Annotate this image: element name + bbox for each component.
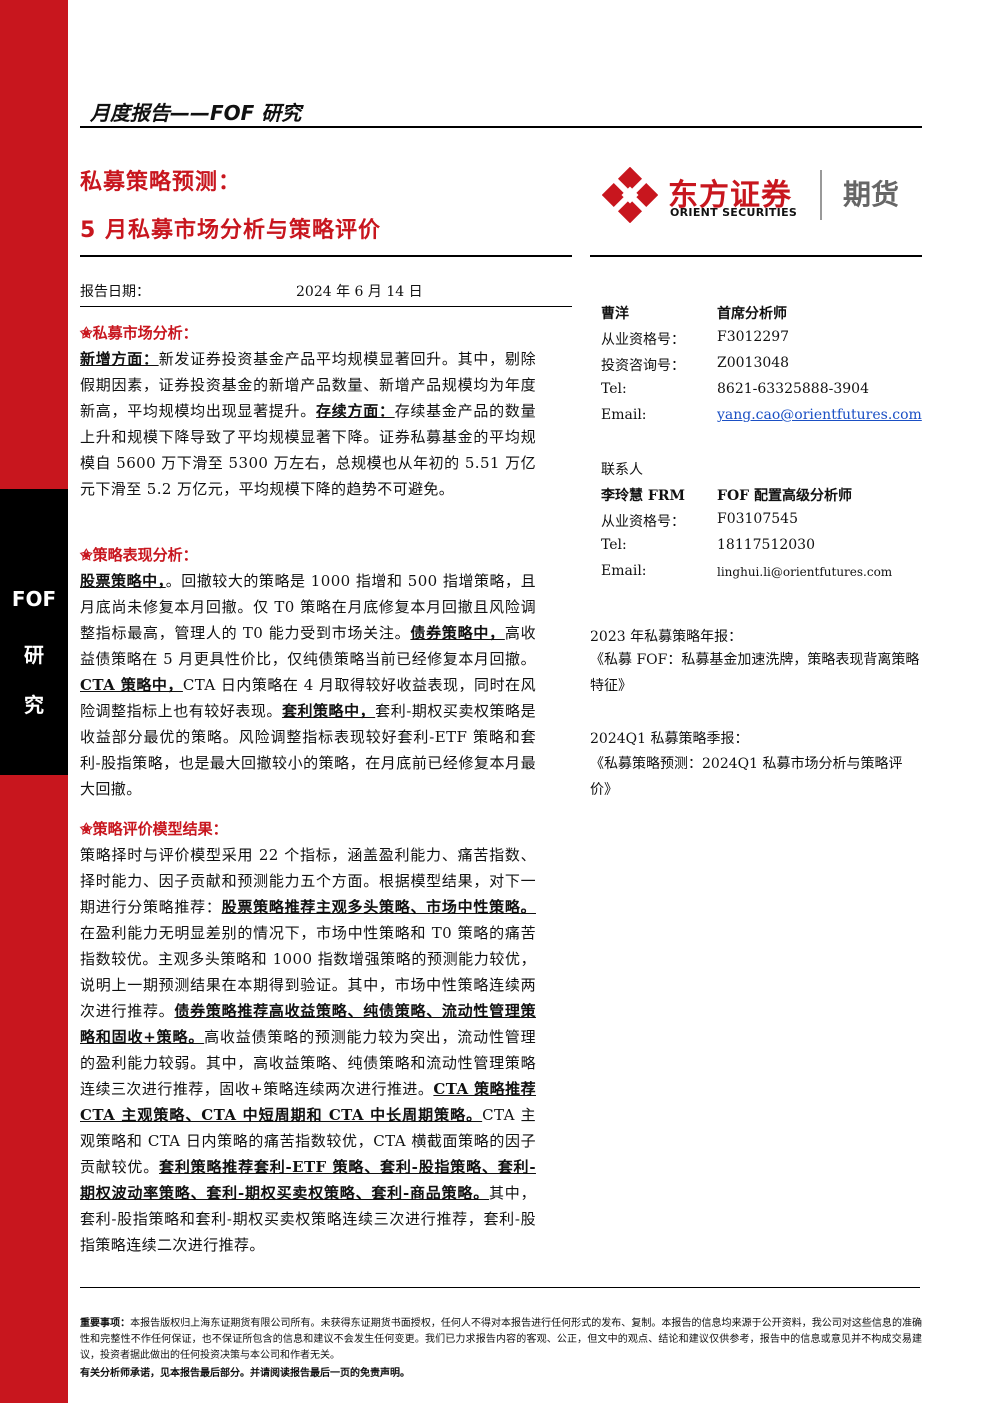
report-date-label: 报告日期： (80, 284, 150, 300)
sidebar-label-yan: 研 (24, 643, 44, 667)
star-icon: ✬ (80, 324, 93, 342)
section-heading-market: ✬私募市场分析： (80, 322, 198, 343)
section-heading-text: 私募市场分析： (92, 324, 198, 342)
emphasis-bond: 债券策略中， (410, 624, 505, 642)
report-type: 月度报告——FOF 研究 (90, 101, 302, 125)
logo-divider (820, 170, 822, 220)
analyst-name: 曹洋 (601, 306, 629, 322)
analyst-email-label: Email: (601, 407, 647, 423)
related-report-2-heading: 2024Q1 私募策略季报： (590, 731, 749, 747)
emphasis-cta-rec: CTA 策略推荐 CTA 主观策略、CTA 中短周期和 CTA 中长周期策略。 (80, 1080, 536, 1124)
header-rule (80, 126, 922, 128)
paragraph-text: CTA 日内策略在 4 月取得较好收益表现，同时在风险调整指标上也有较好表现。 (80, 676, 536, 720)
paragraph-text: 高收益债策略的预测能力较为突出，流动性管理的盈利能力较弱。其中，高收益策略、纯债… (80, 1028, 536, 1098)
paragraph-text: 套利-期权买卖权策略是收益部分最优的策略。风险调整指标表现较好套利-ETF 策略… (80, 702, 536, 798)
disclaimer: 重要事项：本报告版权归上海东证期货有限公司所有。未获得东证期货书面授权，任何人不… (80, 1316, 922, 1364)
star-icon: ✬ (80, 546, 93, 564)
report-title-line2: 5 月私募市场分析与策略评价 (80, 218, 381, 243)
paragraph-text: 高收益债策略在 5 月更具性价比，仅纯债策略当前已经修复本月回撤。 (80, 624, 536, 668)
section-heading-text: 策略表现分析： (92, 546, 198, 564)
sidebar-category-block: FOF 研 究 (0, 489, 68, 775)
title-rule-left (80, 255, 572, 257)
analyst-title: 首席分析师 (717, 306, 787, 322)
analyst-qual-label: 从业资格号： (601, 332, 685, 348)
section-heading-text: 策略评价模型结果： (92, 820, 228, 838)
emphasis-stock: 股票策略中， (80, 572, 166, 590)
analyst-notice: 有关分析师承诺，见本报告最后部分。并请阅读报告最后一页的免责声明。 (80, 1368, 410, 1379)
logo-subtitle: 期货 (843, 178, 900, 211)
paragraph-market: 新增方面：新发证券投资基金产品平均规模显著回升。其中，剔除假期因素，证券投资基金… (80, 346, 536, 502)
analyst-tel-label: Tel: (601, 381, 627, 397)
sidebar-top-red-bar (0, 0, 68, 489)
emphasis-cta: CTA 策略中， (80, 676, 183, 694)
emphasis-arbitrage: 套利策略中， (281, 702, 376, 720)
related-report-1-heading: 2023 年私募策略年报： (590, 629, 743, 645)
logo-name-cn: 东方证券 (668, 178, 792, 213)
title-rule-right (590, 255, 922, 257)
paragraph-text: 。回撤较大的策略是 1000 指增和 500 指增策略，且月底尚未修复本月回撤。… (80, 572, 536, 642)
orient-logo-icon (602, 167, 658, 223)
emphasis-existing: 存续方面： (316, 402, 395, 420)
emphasis-stock-rec: 股票策略推荐主观多头策略、市场中性策略。 (221, 898, 536, 916)
contact-tel-value: 18117512030 (717, 537, 815, 553)
contact-email-label: Email: (601, 563, 647, 579)
analyst-qual-value: F3012297 (717, 329, 790, 345)
star-icon: ✬ (80, 820, 93, 838)
paragraph-text: 其中，套利-股指策略和套利-期权买卖权策略连续三次进行推荐，套利-股指策略连续二… (80, 1184, 536, 1254)
report-title-line1: 私募策略预测： (80, 170, 242, 195)
emphasis-bond-rec: 债券策略推荐高收益策略、纯债策略、流动性管理策略和固收+策略。 (80, 1002, 537, 1046)
analyst-invest-label: 投资咨询号： (601, 358, 685, 374)
paragraph-strategy: 股票策略中，。回撤较大的策略是 1000 指增和 500 指增策略，且月底尚未修… (80, 568, 536, 802)
contact-name: 李玲慧 FRM (601, 488, 685, 504)
section-heading-model: ✬策略评价模型结果： (80, 818, 228, 839)
paragraph-text: 新发证券投资基金产品平均规模显著回升。其中，剔除假期因素，证券投资基金的新增产品… (80, 350, 536, 420)
paragraph-model: 策略择时与评价模型采用 22 个指标，涵盖盈利能力、痛苦指数、择时能力、因子贡献… (80, 842, 536, 1258)
contact-heading: 联系人 (601, 462, 643, 478)
contact-tel-label: Tel: (601, 537, 627, 553)
paragraph-text: 存续基金产品的数量上升和规模下降导致了平均规模显著下降。证券私募基金的平均规模自… (80, 402, 536, 498)
section-heading-strategy: ✬策略表现分析： (80, 544, 198, 565)
contact-title: FOF 配置高级分析师 (717, 488, 852, 504)
sidebar-label-jiu: 究 (24, 693, 44, 717)
emphasis-new: 新增方面： (80, 350, 159, 368)
analyst-email-link[interactable]: yang.cao@orientfutures.com (717, 407, 922, 423)
sidebar-label-fof: FOF (11, 587, 57, 611)
disclaimer-text: 本报告版权归上海东证期货有限公司所有。未获得东证期货书面授权，任何人不得对本报告… (80, 1318, 923, 1361)
report-date-value: 2024 年 6 月 14 日 (296, 284, 423, 300)
analyst-tel-value: 8621-63325888-3904 (717, 381, 869, 397)
contact-qual-value: F03107545 (717, 511, 798, 527)
related-report-1-title[interactable]: 《私募 FOF：私募基金加速洗牌，策略表现背离策略特征》 (590, 652, 920, 694)
paragraph-text: 策略择时与评价模型采用 22 个指标，涵盖盈利能力、痛苦指数、择时能力、因子贡献… (80, 846, 536, 916)
emphasis-arbitrage-rec: 套利策略推荐套利-ETF 策略、套利-股指策略、套利-期权波动率策略、套利-期权… (80, 1158, 536, 1202)
disclaimer-heading: 重要事项： (80, 1318, 131, 1329)
related-report-2-title[interactable]: 《私募策略预测：2024Q1 私募市场分析与策略评价》 (590, 756, 903, 798)
paragraph-text: 在盈利能力无明显差别的情况下，市场中性策略和 T0 策略的痛苦指数较优。主观多头… (80, 924, 536, 1020)
contact-qual-label: 从业资格号： (601, 514, 685, 530)
contact-email-link[interactable]: linghui.li@orientfutures.com (717, 565, 893, 579)
footer-rule (80, 1287, 920, 1288)
paragraph-text: CTA 主观策略和 CTA 日内策略的痛苦指数较优，CTA 横截面策略的因子贡献… (80, 1106, 536, 1176)
analyst-invest-value: Z0013048 (717, 355, 790, 371)
logo-name-en: ORIENT SECURITIES (670, 206, 798, 219)
sidebar-bottom-red-bar (0, 775, 68, 1403)
date-rule (80, 306, 572, 307)
